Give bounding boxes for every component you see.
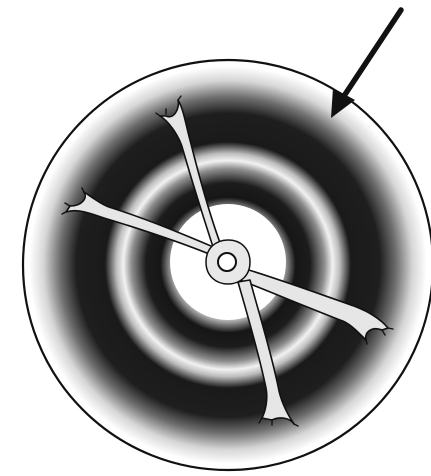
hub-hole [218,253,236,271]
arrow-down-left-icon [331,10,401,118]
hub [206,240,250,284]
arrow-shaft [344,10,401,96]
